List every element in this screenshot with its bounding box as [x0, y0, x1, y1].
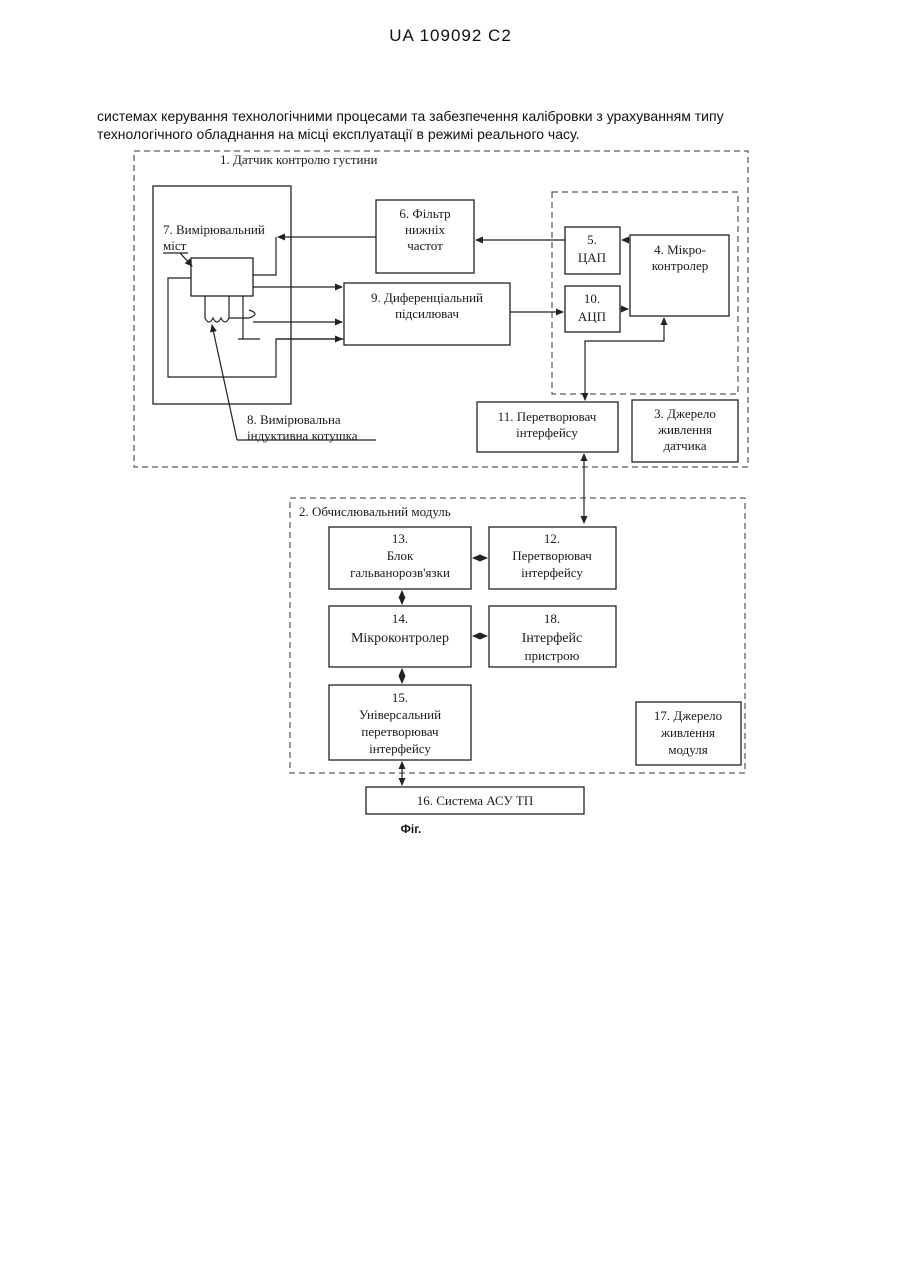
block-18-label-1: 18. [544, 611, 560, 626]
block-11-label-2: інтерфейсу [516, 425, 578, 440]
bridge-element [191, 258, 253, 296]
block-7-label-1: 7. Вимірювальний [163, 222, 265, 237]
mcu-area-border [552, 192, 738, 394]
coil-lead [229, 310, 255, 318]
block-11-label-1: 11. Перетворювач [498, 409, 597, 424]
block-6-label-1: 6. Фільтр [399, 206, 450, 221]
block-6-label-2: нижніх [405, 222, 445, 237]
bridge-feed-line [253, 237, 276, 275]
compute-group-label: 2. Обчислювальний модуль [299, 504, 451, 519]
bridge-pointer [180, 253, 192, 266]
block-4-label-1: 4. Мікро- [654, 242, 706, 257]
block-15-label-3: перетворювач [361, 724, 439, 739]
block-9-label-1: 9. Диференціальний [371, 290, 483, 305]
block-3-label-1: 3. Джерело [654, 406, 716, 421]
figure-caption: Фіг. [401, 822, 422, 836]
coil-symbol [205, 296, 229, 322]
block-8-label-2: індуктивна котушка [247, 428, 358, 443]
block-18-label-2: Інтерфейс [522, 631, 582, 646]
block-14-label-1: 14. [392, 611, 408, 626]
block-5-label-2: ЦАП [578, 250, 606, 265]
block-12-label-3: інтерфейсу [521, 565, 583, 580]
bridge-loop-line [168, 278, 344, 377]
block-12-label-2: Перетворювач [512, 548, 592, 563]
coil-pointer [212, 325, 237, 440]
block-13-label-3: гальванорозв'язки [350, 565, 450, 580]
block-15-label-2: Універсальний [359, 707, 441, 722]
block-12-label-1: 12. [544, 531, 560, 546]
block-4-label-2: контролер [652, 258, 709, 273]
block-17-label-2: живлення [660, 725, 715, 740]
block-13-label-1: 13. [392, 531, 408, 546]
block-6-label-3: частот [407, 238, 443, 253]
block-3-label-3: датчика [663, 438, 706, 453]
block-15-label-4: інтерфейсу [369, 741, 431, 756]
block-9-label-2: підсилювач [395, 306, 459, 321]
block-3-label-2: живлення [657, 422, 712, 437]
block-8-label-1: 8. Вимірювальна [247, 412, 341, 427]
block-15-label-1: 15. [392, 690, 408, 705]
block-13-label-2: Блок [387, 548, 414, 563]
block-5-label-1: 5. [587, 232, 597, 247]
block-16-label: 16. Система АСУ ТП [417, 793, 534, 808]
block-7-label-2: міст [163, 238, 187, 253]
block-10-label-1: 10. [584, 291, 600, 306]
block-14-label-2: Мікроконтролер [351, 631, 449, 646]
block-18-label-3: пристрою [525, 648, 580, 663]
block-17-label-1: 17. Джерело [654, 708, 722, 723]
block-17-label-3: модуля [668, 742, 707, 757]
sensor-group-label: 1. Датчик контролю густини [220, 152, 377, 167]
arrow-mcu-to-interface [585, 318, 664, 400]
block-10-label-2: АЦП [578, 309, 606, 324]
